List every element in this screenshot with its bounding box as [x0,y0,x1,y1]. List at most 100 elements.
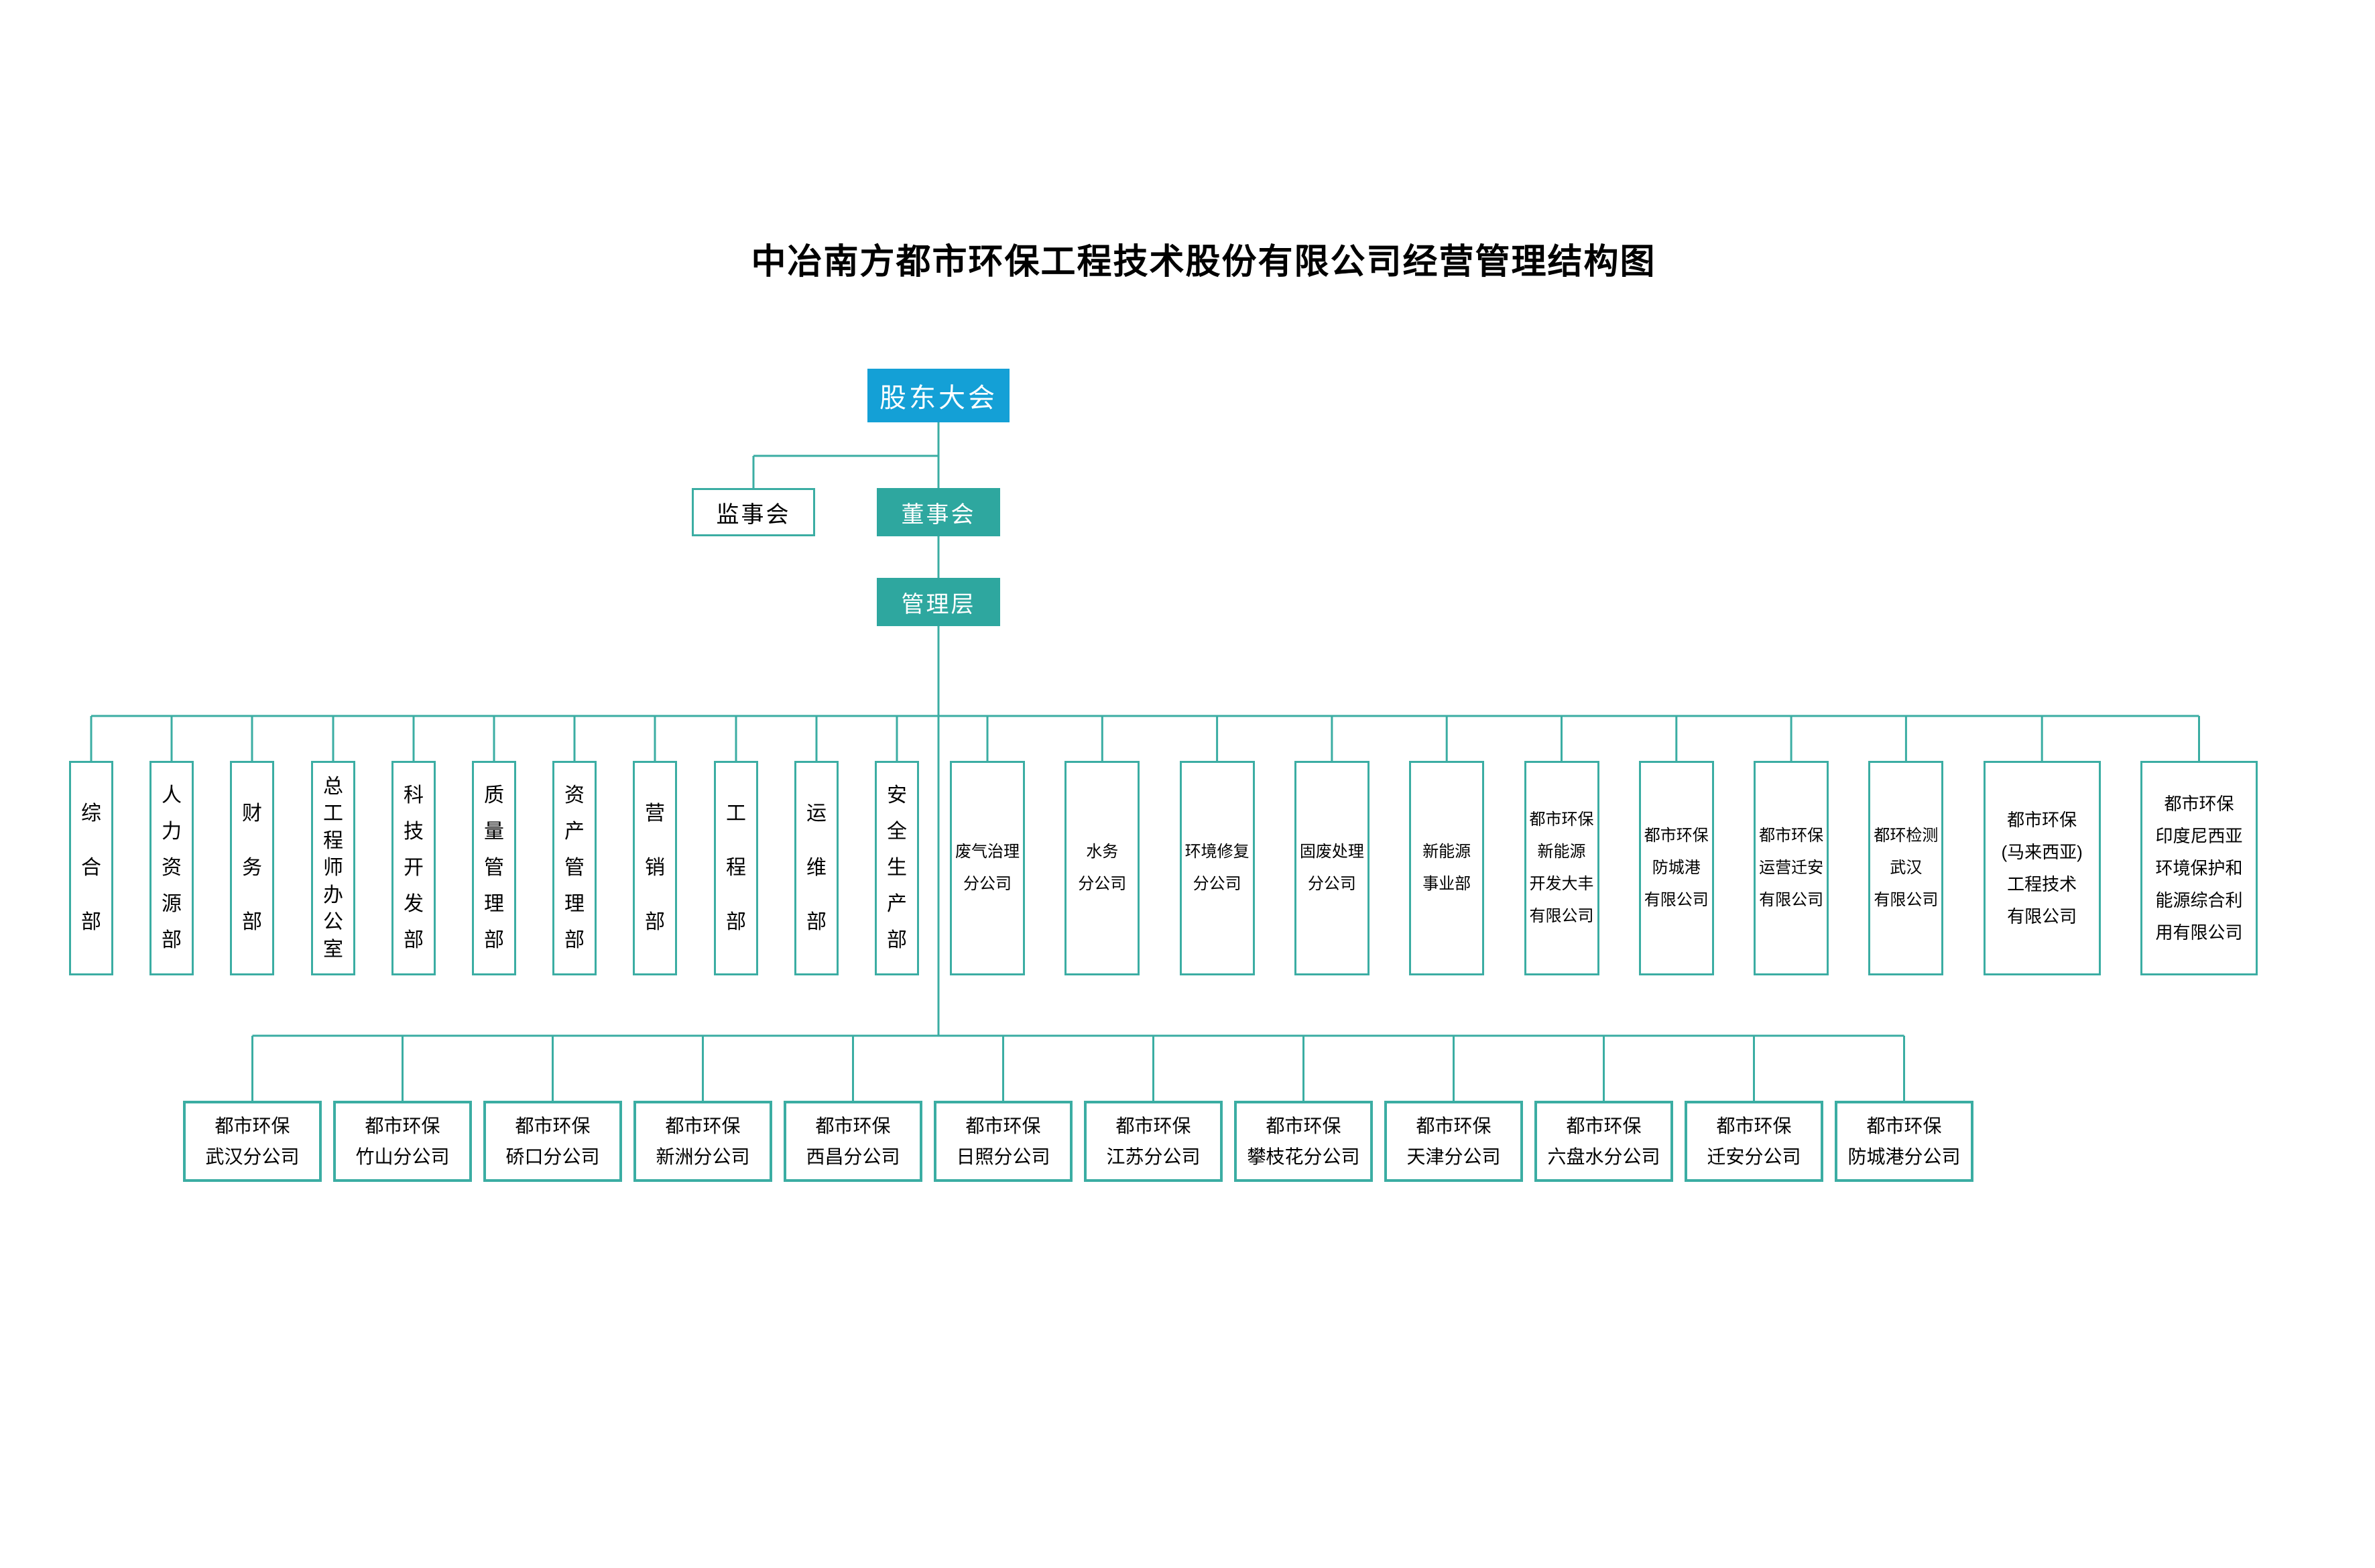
subsidiary-box: 新能源事业部 [1409,761,1485,975]
subsidiary-label-line: 都市环保 [2164,794,2234,814]
subsidiary-label-line: 环境修复 [1184,843,1250,861]
department-char: 部 [645,911,665,933]
branch-office-label-line: 都市环保 [1416,1115,1491,1136]
department-char: 产 [564,821,585,843]
node-supervisory-board: 监事会 [692,488,815,536]
department-char: 部 [81,911,101,933]
subsidiary-label-line: 分公司 [1307,875,1356,893]
subsidiary-box: 水务分公司 [1064,761,1140,975]
branch-office-label-line: 迁安分公司 [1707,1146,1801,1167]
branch-office-label-line: 武汉分公司 [205,1146,300,1167]
branch-office-label-line: 都市环保 [1866,1115,1942,1136]
branch-office-box: 都市环保迁安分公司 [1685,1101,1823,1182]
subsidiary-label-line: 都市环保 [1644,827,1709,845]
subsidiary-label-line: 有限公司 [1759,891,1824,909]
department-box: 科技开发部 [391,761,436,975]
node-shareholders-meeting: 股东大会 [867,369,1010,422]
department-char: 理 [564,893,585,915]
node-board-of-directors: 董事会 [877,488,1000,536]
subsidiary-label-line: 有限公司 [2007,906,2077,926]
department-char: 合 [81,857,101,879]
department-box: 工程部 [714,761,758,975]
department-char: 务 [242,857,262,879]
department-box: 人力资源部 [149,761,194,975]
department-box: 综合部 [69,761,113,975]
branch-office-label-line: 攀枝花分公司 [1247,1146,1360,1167]
subsidiary-label-line: 防城港 [1652,859,1701,877]
subsidiary-box: 都市环保防城港有限公司 [1638,761,1714,975]
subsidiary-label-line: 都市环保 [2007,810,2077,830]
department-char: 管 [564,857,585,879]
department-char: 财 [242,802,262,825]
subsidiary-label-line: 开发大丰 [1529,875,1594,893]
department-char: 程 [323,829,343,852]
department-char: 产 [887,893,907,915]
department-char: 部 [806,911,827,933]
department-char: 师 [323,857,343,879]
department-char: 销 [645,857,665,879]
branch-office-box: 都市环保江苏分公司 [1084,1101,1223,1182]
branch-office-label-line: 西昌分公司 [806,1146,900,1167]
department-char: 全 [887,821,907,843]
department-char: 室 [323,938,343,961]
chart-title: 中冶南方都市环保工程技术股份有限公司经营管理结构图 [751,243,1656,282]
department-box: 质量管理部 [472,761,516,975]
branch-office-label-line: 天津分公司 [1406,1146,1501,1167]
branch-office-label-line: 都市环保 [515,1115,591,1136]
department-char: 部 [564,929,585,951]
subsidiary-label-line: 有限公司 [1644,891,1709,909]
subsidiary-label-line: 分公司 [963,875,1012,893]
branch-office-label-line: 都市环保 [1716,1115,1792,1136]
branch-office-label-line: 江苏分公司 [1106,1146,1201,1167]
branch-office-label-line: 硚口分公司 [505,1146,600,1167]
subsidiary-label-line: 环境保护和 [2155,858,2243,878]
subsidiary-label-line: 废气治理 [955,843,1020,861]
department-char: 人 [162,784,182,806]
branch-office-label-line: 都市环保 [815,1115,891,1136]
department-char: 程 [726,857,746,879]
subsidiary-box: 环境修复分公司 [1179,761,1255,975]
subsidiary-label-line: 都市环保 [1759,827,1824,845]
node-management: 管理层 [877,578,1000,626]
department-char: 维 [806,857,827,879]
subsidiary-label-line: 事业部 [1422,875,1471,893]
department-char: 理 [484,893,504,915]
department-char: 营 [645,802,665,825]
branch-office-label-line: 都市环保 [1566,1115,1642,1136]
department-char: 部 [726,911,746,933]
department-box: 安全生产部 [875,761,919,975]
branch-office-label-line: 都市环保 [1266,1115,1341,1136]
branch-office-box: 都市环保日照分公司 [934,1101,1073,1182]
subsidiary-box: 都环检测武汉有限公司 [1868,761,1944,975]
department-char: 安 [887,784,907,806]
subsidiary-label-line: 都环检测 [1874,827,1939,845]
department-char: 工 [726,802,746,825]
department-char: 力 [162,821,182,843]
department-char: 综 [81,802,101,825]
subsidiary-label-line: 印度尼西亚 [2155,826,2243,846]
department-char: 开 [404,857,424,879]
department-box: 营销部 [633,761,677,975]
branch-office-label-line: 六盘水分公司 [1547,1146,1660,1167]
department-box: 运维部 [794,761,839,975]
department-char: 发 [404,893,424,915]
subsidiary-label-line: 新能源 [1537,843,1586,861]
branch-office-label-line: 防城港分公司 [1847,1146,1961,1167]
subsidiary-box: 固废处理分公司 [1294,761,1369,975]
department-char: 工 [323,802,343,825]
subsidiary-label-line: 用有限公司 [2155,922,2243,943]
department-box: 资产管理部 [552,761,597,975]
branch-office-label-line: 日照分公司 [956,1146,1050,1167]
department-char: 办 [323,884,343,906]
branch-office-box: 都市环保竹山分公司 [333,1101,472,1182]
branch-office-box: 都市环保攀枝花分公司 [1234,1101,1373,1182]
subsidiary-label-line: 运营迁安 [1759,859,1824,877]
subsidiary-label-line: (马来西亚) [2001,842,2083,862]
branch-office-label-line: 都市环保 [215,1115,290,1136]
department-char: 部 [887,929,907,951]
branch-office-box: 都市环保武汉分公司 [183,1101,322,1182]
department-char: 量 [484,821,504,843]
branch-office-label-line: 新洲分公司 [656,1146,750,1167]
department-char: 部 [484,929,504,951]
